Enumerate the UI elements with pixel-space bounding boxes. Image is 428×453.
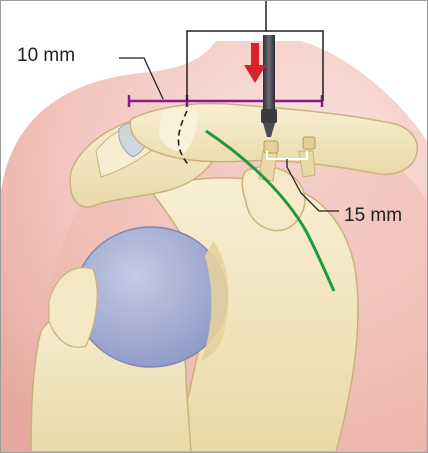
label-15mm: 15 mm	[344, 206, 402, 225]
bur-instrument-icon	[261, 35, 277, 137]
ligament-bone-block-2	[303, 137, 315, 149]
label-10mm: 10 mm	[17, 46, 75, 65]
